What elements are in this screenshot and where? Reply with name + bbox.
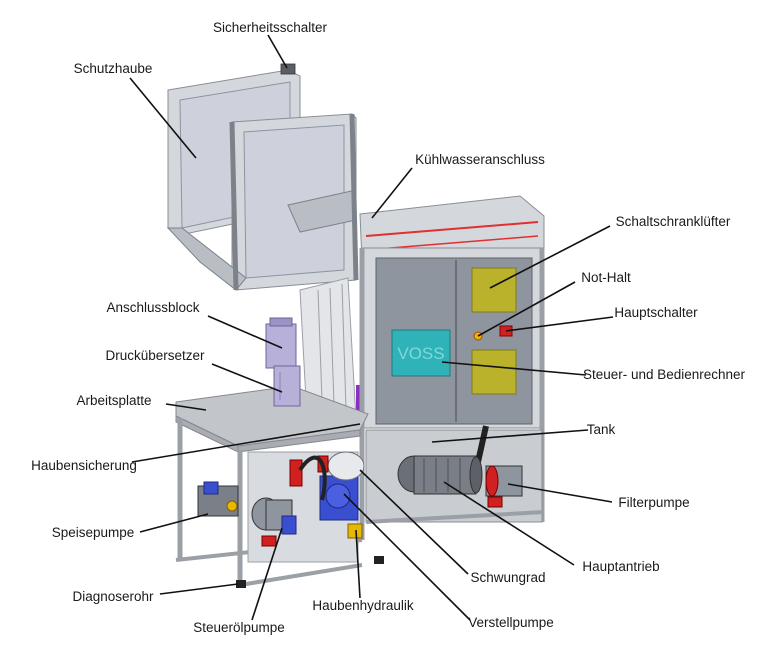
- label-steuer-bedienrechner: Steuer- und Bedienrechner: [583, 367, 746, 382]
- lower-cabinet-panel: [471, 349, 517, 395]
- hydraulic-unit: [197, 451, 365, 563]
- label-schaltschranklufter: Schaltschranklüfter: [616, 214, 731, 229]
- label-speisepumpe: Speisepumpe: [52, 525, 135, 540]
- label-diagnoserohr: Diagnoserohr: [72, 589, 154, 604]
- label-tank: Tank: [587, 422, 616, 437]
- leader-tank: [431, 429, 589, 443]
- leader-anschlussblock: [207, 315, 283, 349]
- leader-hauptantrieb: [443, 481, 575, 566]
- label-arbeitsplatte: Arbeitsplatte: [76, 393, 151, 408]
- leader-druckuebersetzer: [211, 363, 283, 393]
- label-haubensicherung: Haubensicherung: [31, 458, 137, 473]
- leader-hauptschalter: [505, 316, 614, 332]
- tank-hose: [475, 425, 489, 463]
- filter-pump-motor: [485, 465, 523, 508]
- leader-filterpumpe: [507, 483, 613, 503]
- label-kuehlwasseranschluss: Kühlwasseranschluss: [415, 152, 545, 167]
- main-drive-motor: [397, 455, 483, 495]
- label-sicherheitsschalter: Sicherheitsschalter: [213, 20, 328, 35]
- flywheel-icon: [327, 451, 365, 481]
- leader-kuehlwasseranschluss: [371, 167, 413, 219]
- leader-steueroelpumpe: [251, 527, 283, 621]
- hood-hydraulics: [289, 455, 363, 539]
- leader-haubensicherung: [131, 423, 361, 463]
- leader-verstellpumpe: [343, 493, 471, 621]
- leader-not-halt: [477, 281, 576, 337]
- label-filterpumpe: Filterpumpe: [618, 495, 689, 510]
- label-hauptantrieb: Hauptantrieb: [582, 559, 659, 574]
- label-verstellpumpe: Verstellpumpe: [468, 615, 554, 630]
- table-foot: [374, 556, 384, 564]
- label-steueroelpumpe: Steuerölpumpe: [193, 620, 285, 635]
- callout-labels: Sicherheitsschalter Schutzhaube Kühlwass…: [31, 20, 745, 635]
- label-schutzhaube: Schutzhaube: [74, 61, 153, 76]
- machine-drawing: VOSS: [166, 63, 545, 588]
- pressure-intensifier: [265, 317, 301, 407]
- leader-haubenhydraulik: [355, 529, 361, 599]
- leader-lines: [129, 34, 614, 621]
- feed-pump: [197, 481, 239, 517]
- label-not-halt: Not-Halt: [581, 270, 631, 285]
- leader-sicherheitsschalter: [267, 34, 288, 69]
- leader-steuer-bedienrechner: [441, 361, 587, 376]
- leader-schwungrad: [359, 469, 469, 575]
- tank-enclosure: [365, 425, 543, 523]
- label-schwungrad: Schwungrad: [470, 570, 545, 585]
- control-computer-screen: [391, 329, 451, 377]
- label-haubenhydraulik: Haubenhydraulik: [312, 598, 414, 613]
- label-druckuebersetzer: Druckübersetzer: [105, 348, 205, 363]
- leader-speisepumpe: [139, 513, 209, 533]
- control-oil-pump: [251, 497, 297, 547]
- leader-diagnoserohr: [159, 583, 239, 595]
- protective-hood: [166, 63, 359, 291]
- table-foot: [236, 580, 246, 588]
- label-hauptschalter: Hauptschalter: [614, 305, 698, 320]
- leader-arbeitsplatte: [165, 403, 207, 411]
- label-anschlussblock: Anschlussblock: [106, 300, 199, 315]
- cabinet-fan-panel: [471, 267, 517, 313]
- leader-schutzhaube: [129, 77, 197, 159]
- safety-switch-icon: [280, 63, 296, 75]
- leader-schaltschranklufter: [489, 225, 611, 289]
- screen-logo-text: VOSS: [397, 344, 444, 363]
